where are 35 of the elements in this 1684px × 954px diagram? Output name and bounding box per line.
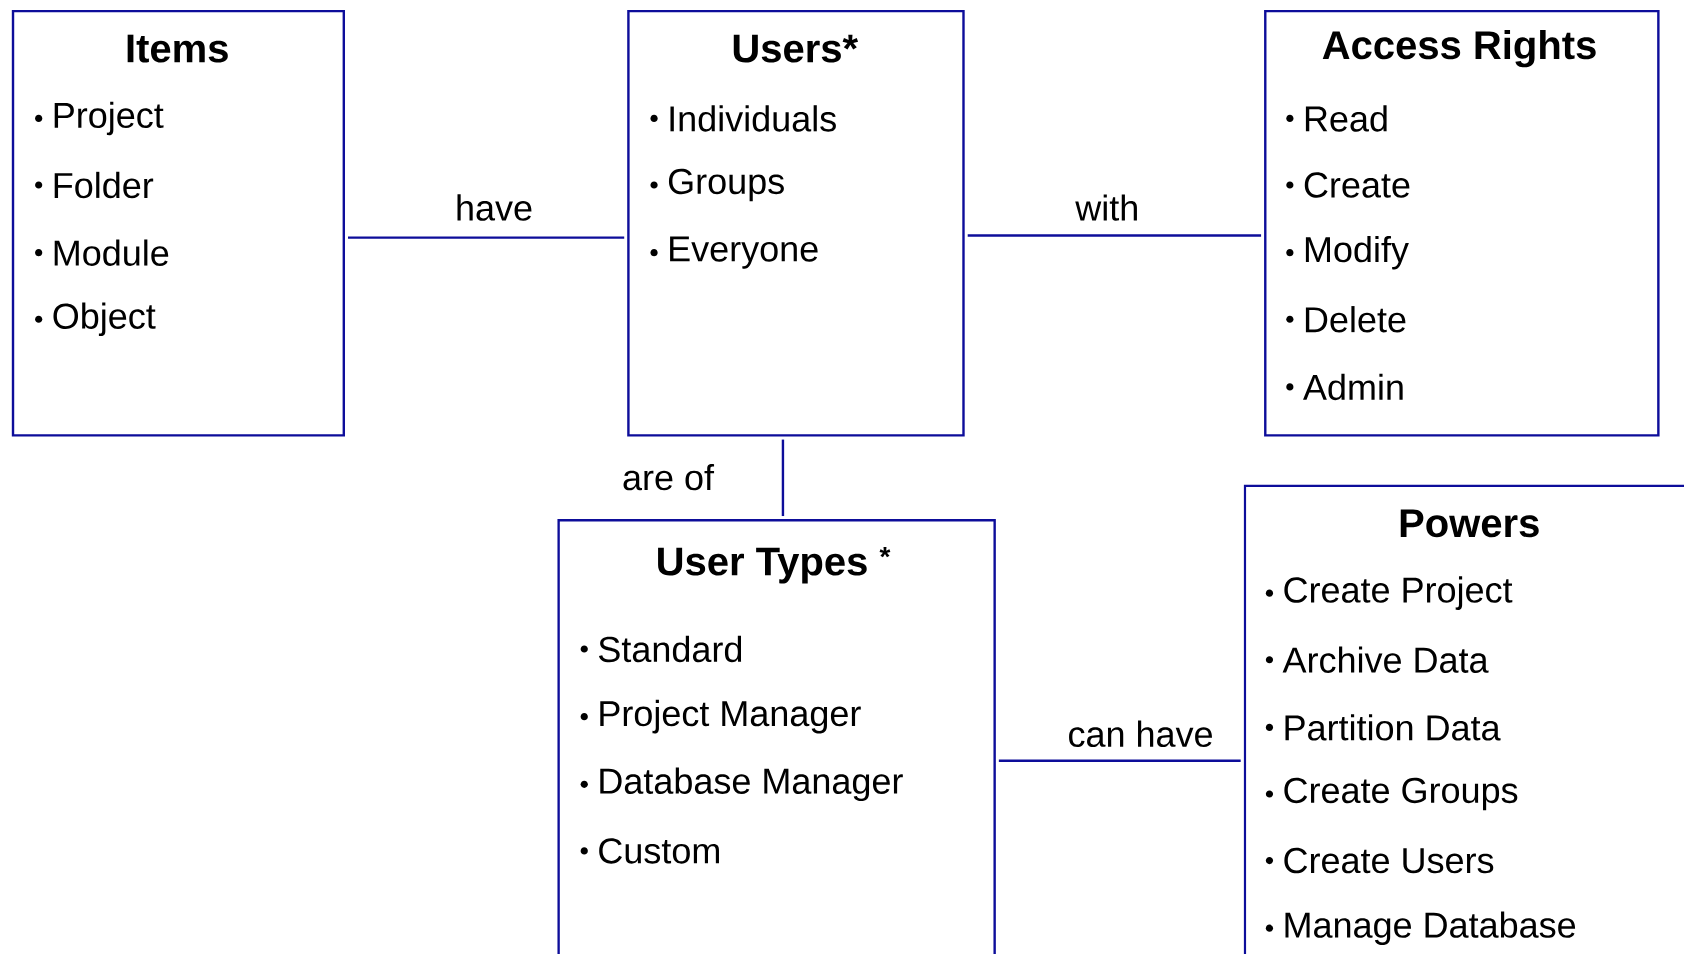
- list-item: Project Manager: [600, 699, 861, 734]
- list-item: Modify: [1305, 235, 1409, 270]
- list-item: Partition Data: [1285, 714, 1501, 741]
- edge-label: can have: [1066, 719, 1215, 749]
- list-item: Admin: [1303, 373, 1403, 401]
- connector-line: [348, 236, 625, 239]
- list-item: Archive Data: [1282, 646, 1489, 673]
- list-item: Create Users: [1284, 847, 1494, 874]
- list-item: Create Groups: [1284, 777, 1518, 811]
- box-title: Items: [127, 34, 228, 63]
- list-item: Read: [1305, 105, 1387, 132]
- box-title: Users*: [733, 34, 859, 63]
- connector-line: [781, 439, 785, 517]
- list-item: Groups: [668, 168, 784, 202]
- box-title: User Types $^{*}$: [658, 546, 891, 584]
- connector-line: [998, 759, 1241, 762]
- list-item: Standard: [598, 635, 742, 663]
- list-item: Project: [54, 101, 164, 136]
- connector-line: [967, 234, 1262, 237]
- edge-label: are of: [621, 462, 716, 492]
- box-title: Powers: [1400, 509, 1539, 538]
- list-item: Database Manager: [600, 767, 903, 802]
- list-item: Object: [53, 302, 156, 337]
- box-title: Access Rights: [1322, 29, 1596, 68]
- list-item: Manage Database: [1285, 911, 1576, 945]
- list-item: Create Project: [1284, 576, 1513, 610]
- list-item: Module: [54, 239, 169, 266]
- list-item: Individuals: [670, 105, 836, 132]
- list-item: Everyone: [670, 236, 818, 269]
- edge-label: have: [454, 193, 535, 222]
- edge-label: with: [1074, 193, 1141, 222]
- list-item: Create: [1304, 172, 1410, 198]
- list-item: Folder: [54, 171, 154, 199]
- list-item: Custom: [599, 838, 719, 864]
- list-item: Delete: [1305, 306, 1406, 333]
